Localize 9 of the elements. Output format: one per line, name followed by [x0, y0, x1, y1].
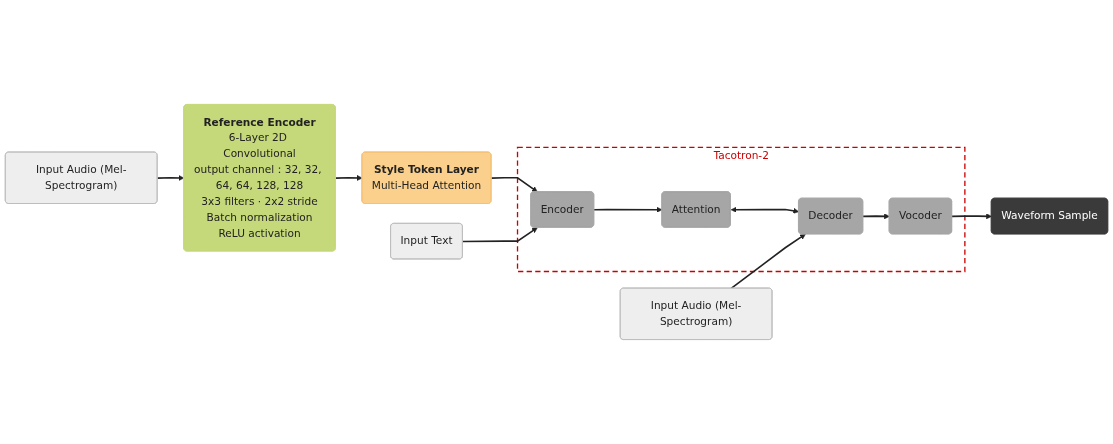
arrow [730, 206, 800, 214]
arrow [951, 213, 992, 220]
arrow [730, 233, 806, 290]
arrow [490, 176, 538, 193]
arrow [461, 227, 538, 243]
arrow [156, 175, 185, 181]
arrow [862, 213, 890, 220]
arrow [335, 175, 363, 181]
arrow [593, 206, 663, 213]
